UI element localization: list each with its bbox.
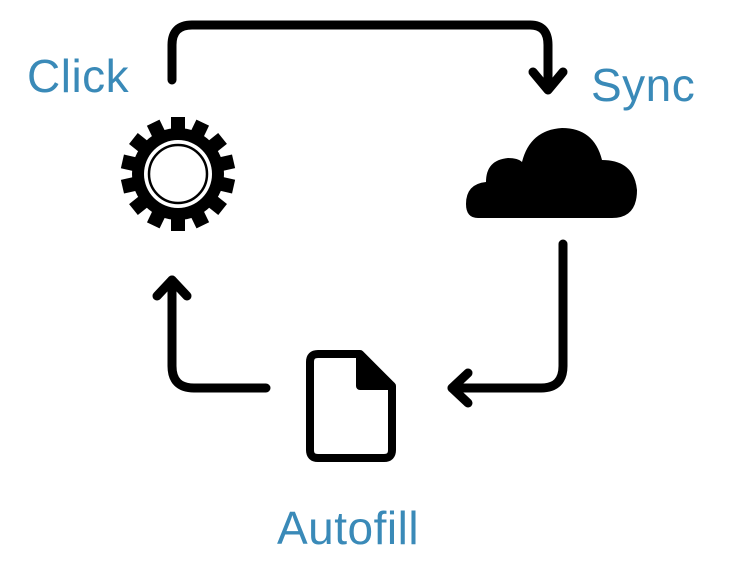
arrow-autofill-to-click — [167, 275, 271, 393]
gear-icon — [120, 117, 236, 231]
arrowhead-sync — [528, 67, 568, 95]
label-sync: Sync — [591, 59, 696, 111]
arrowhead-autofill — [447, 368, 473, 408]
arrowhead-click — [152, 275, 192, 301]
arrow-click-to-sync — [167, 20, 553, 93]
cloud-icon — [466, 128, 637, 218]
label-autofill: Autofill — [277, 502, 420, 554]
label-click: Click — [27, 50, 130, 102]
arrow-sync-to-autofill — [447, 239, 568, 393]
document-icon — [306, 350, 396, 462]
